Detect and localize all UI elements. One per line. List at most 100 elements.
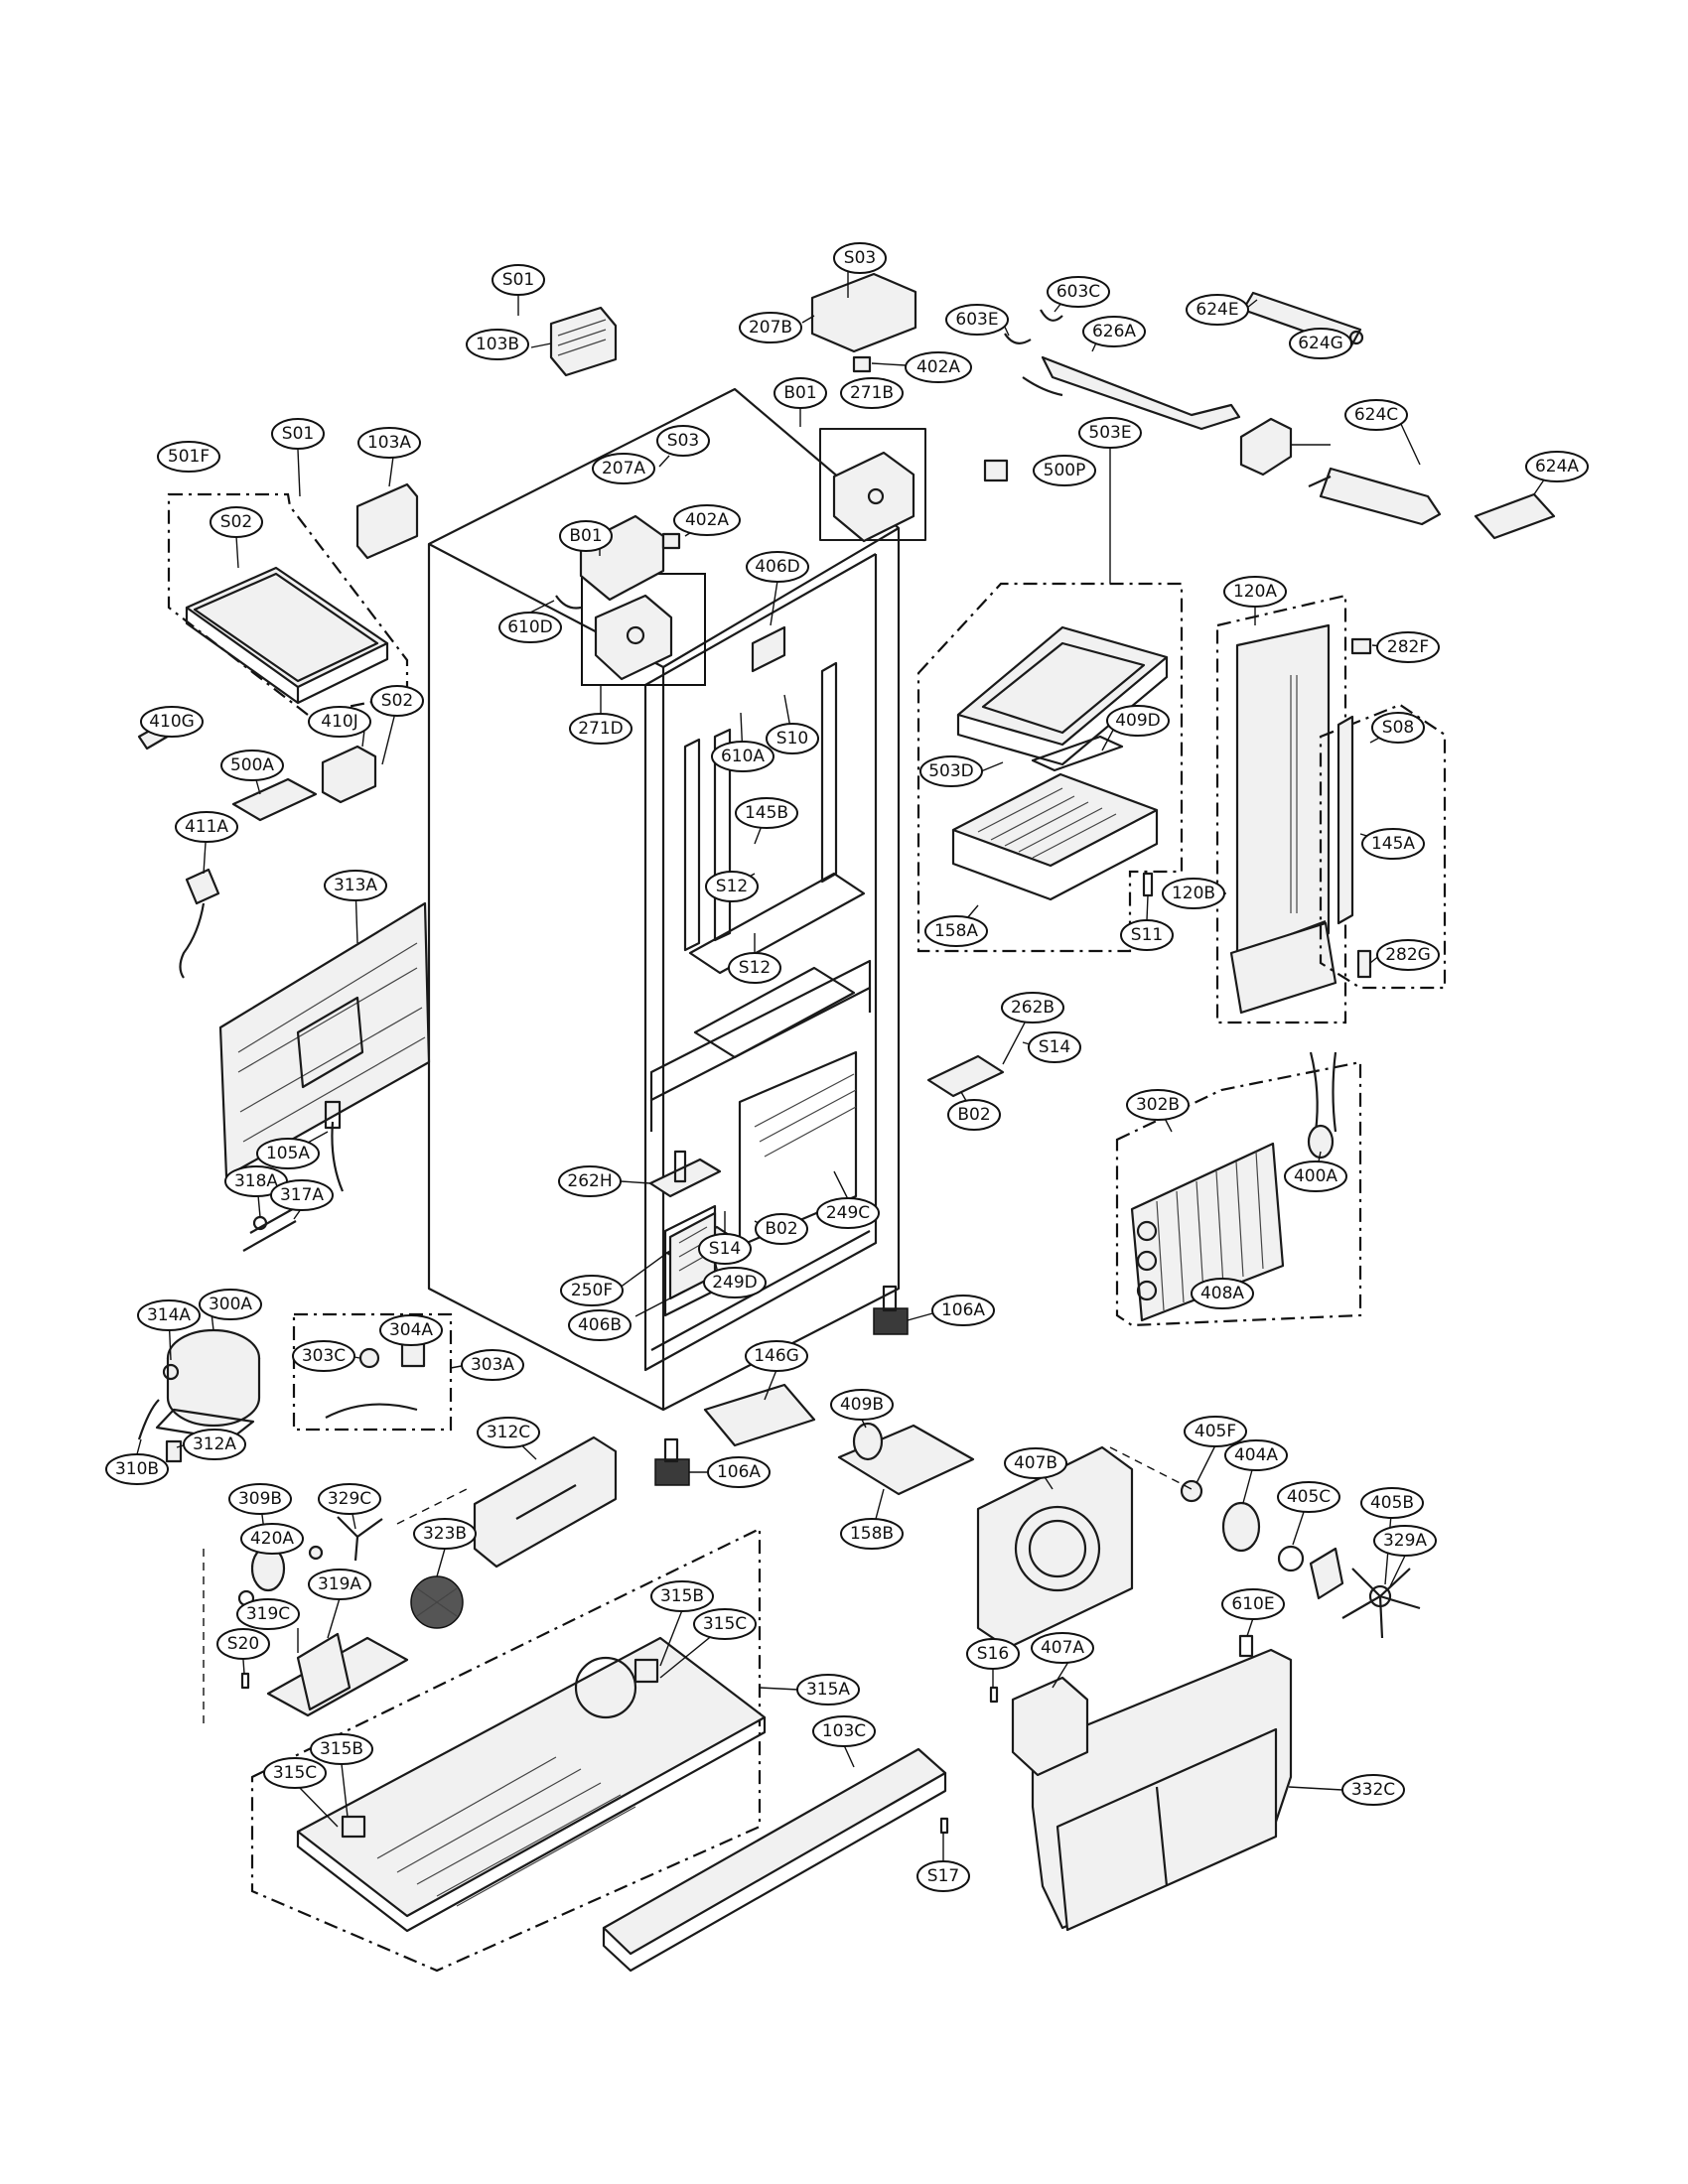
ice-tray-158a <box>951 772 1159 901</box>
callout-323b: 323B <box>413 1518 477 1550</box>
svg-text:S10: S10 <box>776 729 808 749</box>
svg-text:S20: S20 <box>227 1634 259 1654</box>
callout-406d: 406D <box>746 551 809 583</box>
svg-text:S02: S02 <box>381 691 413 711</box>
arm-624c <box>1308 467 1442 526</box>
callout-402a-mid: 402A <box>673 504 741 536</box>
callout-b01-mid: B01 <box>559 520 613 552</box>
clip-402a-mid <box>661 532 681 550</box>
svg-text:626A: 626A <box>1092 322 1136 341</box>
cover-103a <box>355 482 419 560</box>
callout-106a-a: 106A <box>931 1295 995 1326</box>
svg-text:S17: S17 <box>927 1866 959 1886</box>
svg-text:271B: 271B <box>850 383 894 403</box>
callout-624c: 624C <box>1344 399 1408 431</box>
callout-282g: 282G <box>1376 939 1440 971</box>
callout-262b: 262B <box>1001 992 1064 1024</box>
fan-module-407a <box>1011 1676 1089 1777</box>
callout-411a: 411A <box>175 811 238 843</box>
svg-text:249D: 249D <box>712 1273 758 1293</box>
arm-626a <box>1022 355 1241 431</box>
screw-s17 <box>939 1817 949 1835</box>
callout-314a: 314A <box>137 1299 201 1331</box>
callout-labels: S01 S03 207B 402A 603E 603C 626A 624E 10… <box>105 242 1589 1892</box>
valve-318a-317a <box>242 1205 299 1252</box>
callout-207b: 207B <box>739 312 802 343</box>
sensor-500p <box>983 459 1009 482</box>
svg-text:303A: 303A <box>471 1355 514 1375</box>
callout-312c: 312C <box>477 1417 540 1448</box>
svg-text:405C: 405C <box>1287 1487 1331 1507</box>
bracket-406d <box>751 625 786 673</box>
refrigerator-cabinet <box>427 387 901 1412</box>
svg-text:503E: 503E <box>1088 423 1131 443</box>
callout-158a: 158A <box>924 915 988 947</box>
callout-313a: 313A <box>324 870 387 901</box>
svg-text:402A: 402A <box>916 357 960 377</box>
svg-text:411A: 411A <box>185 817 228 837</box>
svg-text:304A: 304A <box>389 1320 433 1340</box>
callout-271b: 271B <box>840 377 904 409</box>
cover-312c <box>473 1435 618 1569</box>
callout-407b: 407B <box>1004 1447 1067 1479</box>
svg-text:402A: 402A <box>685 510 729 530</box>
svg-text:406D: 406D <box>755 557 800 577</box>
callout-146g: 146G <box>745 1340 808 1372</box>
screw-s16 <box>989 1686 999 1704</box>
svg-text:250F: 250F <box>571 1281 613 1300</box>
svg-text:145B: 145B <box>745 803 788 823</box>
lamp-cover-158b <box>837 1422 975 1496</box>
callout-b02-a: B02 <box>947 1099 1001 1131</box>
callout-503e: 503E <box>1078 417 1142 449</box>
callout-103b: 103B <box>466 329 529 360</box>
svg-text:271D: 271D <box>578 719 624 739</box>
svg-text:314A: 314A <box>147 1305 191 1325</box>
svg-text:624G: 624G <box>1298 334 1343 353</box>
cover-207b <box>810 272 917 353</box>
svg-text:S01: S01 <box>502 270 534 290</box>
callout-610e: 610E <box>1221 1588 1285 1620</box>
svg-text:S03: S03 <box>844 248 876 268</box>
relay-group-303a <box>292 1312 453 1432</box>
ice-bin-assembly-503e <box>916 582 1184 953</box>
svg-text:120B: 120B <box>1172 884 1215 903</box>
svg-text:146G: 146G <box>754 1346 799 1366</box>
condenser-fan-group-420a <box>237 1516 383 1607</box>
svg-text:501F: 501F <box>168 447 210 467</box>
callout-s03-mid: S03 <box>656 425 710 457</box>
svg-text:329C: 329C <box>328 1489 371 1509</box>
svg-text:610D: 610D <box>507 617 553 637</box>
part-146g <box>703 1383 816 1447</box>
wire-610d <box>555 595 582 610</box>
svg-text:624A: 624A <box>1535 457 1579 477</box>
callout-408a: 408A <box>1191 1278 1254 1309</box>
callout-s11: S11 <box>1120 919 1174 951</box>
svg-text:262H: 262H <box>567 1171 612 1191</box>
svg-text:262B: 262B <box>1011 998 1055 1018</box>
svg-text:249C: 249C <box>826 1203 870 1223</box>
callout-145b: 145B <box>735 797 798 829</box>
callout-405c: 405C <box>1277 1481 1340 1513</box>
svg-text:S12: S12 <box>716 877 748 896</box>
clip-603e-603c <box>1004 309 1063 344</box>
svg-text:624E: 624E <box>1196 300 1238 320</box>
svg-text:405B: 405B <box>1370 1493 1414 1513</box>
grommet-314a <box>162 1363 180 1381</box>
callout-501f: 501F <box>157 441 220 473</box>
callout-329c: 329C <box>318 1483 381 1515</box>
svg-text:317A: 317A <box>280 1185 324 1205</box>
svg-text:408A: 408A <box>1200 1284 1244 1303</box>
svg-text:313A: 313A <box>334 876 377 895</box>
callout-409d: 409D <box>1106 705 1170 737</box>
bracket-262h <box>648 1150 722 1198</box>
callout-315c-bot: 315C <box>263 1757 327 1789</box>
svg-text:S01: S01 <box>282 424 314 444</box>
svg-text:404A: 404A <box>1234 1445 1278 1465</box>
callout-s20: S20 <box>216 1628 270 1660</box>
svg-text:318A: 318A <box>234 1171 278 1191</box>
callout-405f: 405F <box>1184 1416 1247 1447</box>
callout-332c: 332C <box>1341 1774 1405 1806</box>
callout-207a: 207A <box>592 453 655 484</box>
svg-text:323B: 323B <box>423 1524 467 1544</box>
